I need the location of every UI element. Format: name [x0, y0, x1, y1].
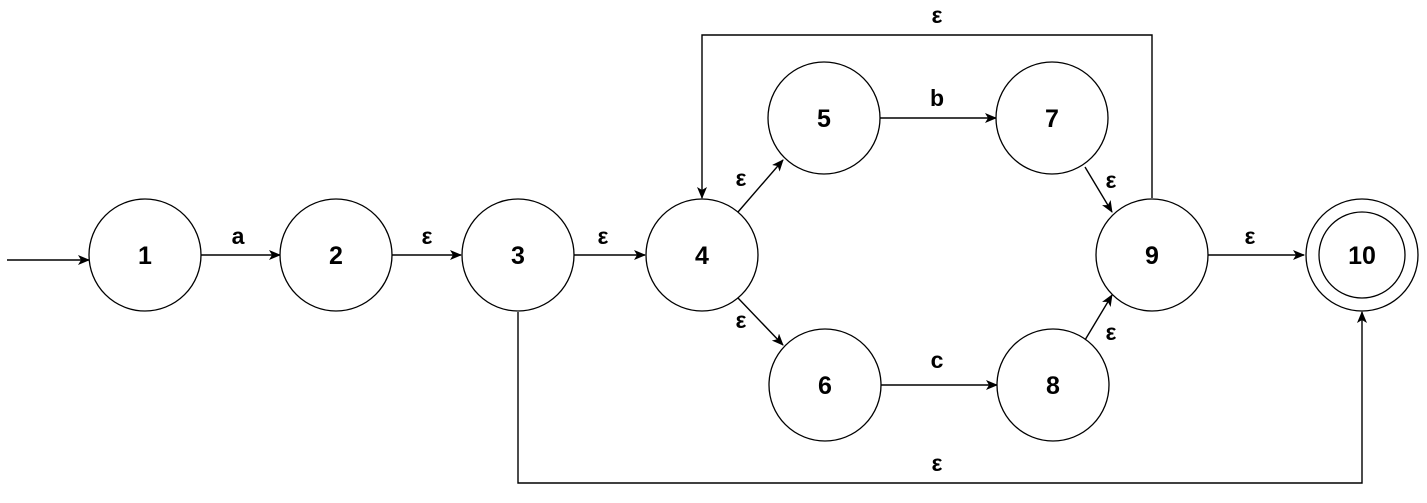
- state-label-2: 2: [329, 242, 343, 270]
- state-3: 3: [461, 198, 575, 312]
- edge-label-9-10: ε: [1245, 223, 1256, 249]
- edge-9-4-loop: ε: [697, 2, 1153, 199]
- state-1: 1: [88, 198, 202, 312]
- state-label-1: 1: [138, 242, 152, 270]
- edge-1-2: a: [201, 223, 281, 260]
- state-6: 6: [768, 328, 882, 442]
- state-label-5: 5: [817, 105, 831, 133]
- edge-8-9: ε: [1084, 294, 1117, 345]
- edge-5-7: b: [880, 85, 997, 123]
- edge-7-9: ε: [1084, 166, 1117, 213]
- edge-4-6: ε: [736, 297, 784, 346]
- state-label-4: 4: [695, 242, 709, 270]
- edge-label-8-9: ε: [1106, 319, 1117, 345]
- accepting-inner-ring: [1318, 211, 1406, 299]
- state-label-9: 9: [1145, 242, 1159, 270]
- edge-label-4-6: ε: [736, 307, 747, 333]
- state-label-7: 7: [1045, 105, 1059, 133]
- edge-label-4-5: ε: [736, 165, 747, 191]
- edge-3-4: ε: [574, 223, 646, 260]
- state-8: 8: [996, 328, 1110, 442]
- state-9: 9: [1095, 198, 1209, 312]
- state-2: 2: [279, 198, 393, 312]
- state-label-8: 8: [1046, 372, 1060, 400]
- state-label-10: 10: [1348, 242, 1376, 270]
- edge-label-6-8: c: [931, 347, 944, 373]
- state-label-6: 6: [818, 372, 832, 400]
- edge-label-3-4: ε: [598, 223, 609, 249]
- state-7: 7: [995, 61, 1109, 175]
- edge-3-10-bypass: ε: [517, 311, 1367, 484]
- edge-label-7-9: ε: [1106, 167, 1117, 193]
- state-4: 4: [645, 198, 759, 312]
- edge-label-3-10: ε: [932, 450, 943, 476]
- edge-label-2-3: ε: [422, 223, 433, 249]
- edge-2-3: ε: [392, 223, 462, 260]
- edge-label-1-2: a: [232, 223, 245, 249]
- edge-4-5: ε: [736, 159, 784, 213]
- edge-label-9-4: ε: [932, 2, 943, 28]
- edge-label-5-7: b: [930, 85, 944, 111]
- state-label-3: 3: [511, 242, 525, 270]
- edge-9-10: ε: [1208, 223, 1305, 260]
- edge-6-8: c: [881, 347, 998, 390]
- state-10-accepting: 10: [1305, 198, 1419, 312]
- state-5: 5: [767, 61, 881, 175]
